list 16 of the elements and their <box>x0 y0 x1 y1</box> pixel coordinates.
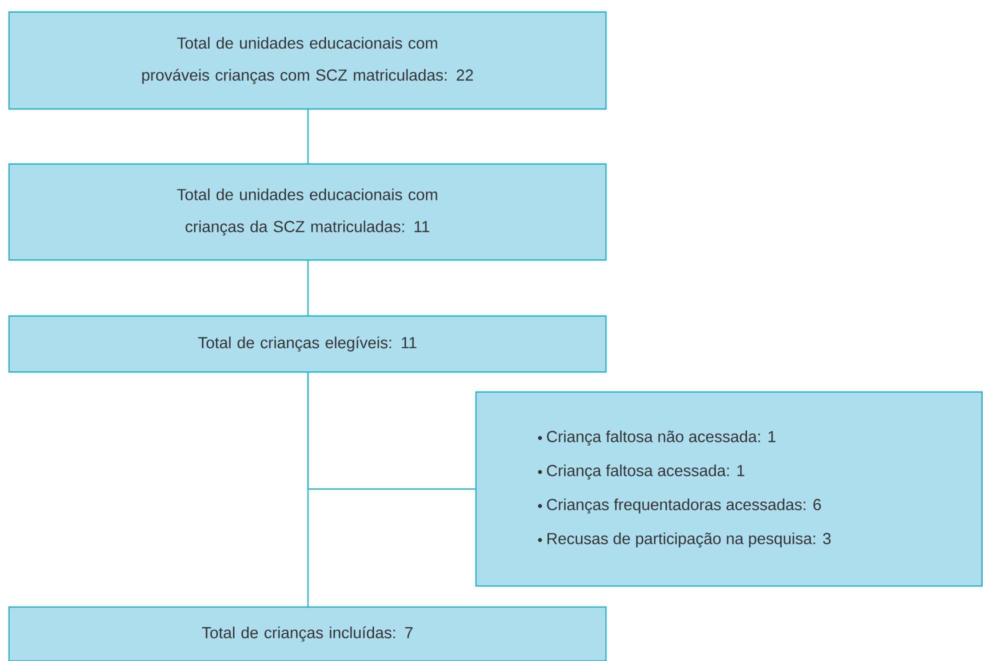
process-box <box>8 163 607 261</box>
box-text: Total de unidades educacionais com crianças da SCZ matriculadas: 11 <box>177 188 438 236</box>
list-item: Criança faltosa não acessada: 1 <box>547 430 776 446</box>
box-text: Total de crianças elegíveis: 11 <box>198 336 416 352</box>
process-box <box>8 315 607 373</box>
list-item: Recusas de participação na pesquisa: 3 <box>548 532 831 548</box>
list-item: Crianças frequentadoras acessadas: 6 <box>547 498 821 514</box>
box-text: Total de unidades educacionais com prováveis crianças com SCZ matriculadas: 22 <box>142 37 473 84</box>
connector-line <box>307 372 309 607</box>
connector-line <box>307 109 309 164</box>
box-text: Total de crianças incluídas: 7 <box>202 626 412 642</box>
connector-line <box>307 260 309 316</box>
process-box <box>8 11 607 110</box>
process-box <box>8 606 607 661</box>
list-item: Criança faltosa acessada: 1 <box>547 464 744 480</box>
list-box <box>475 391 983 587</box>
